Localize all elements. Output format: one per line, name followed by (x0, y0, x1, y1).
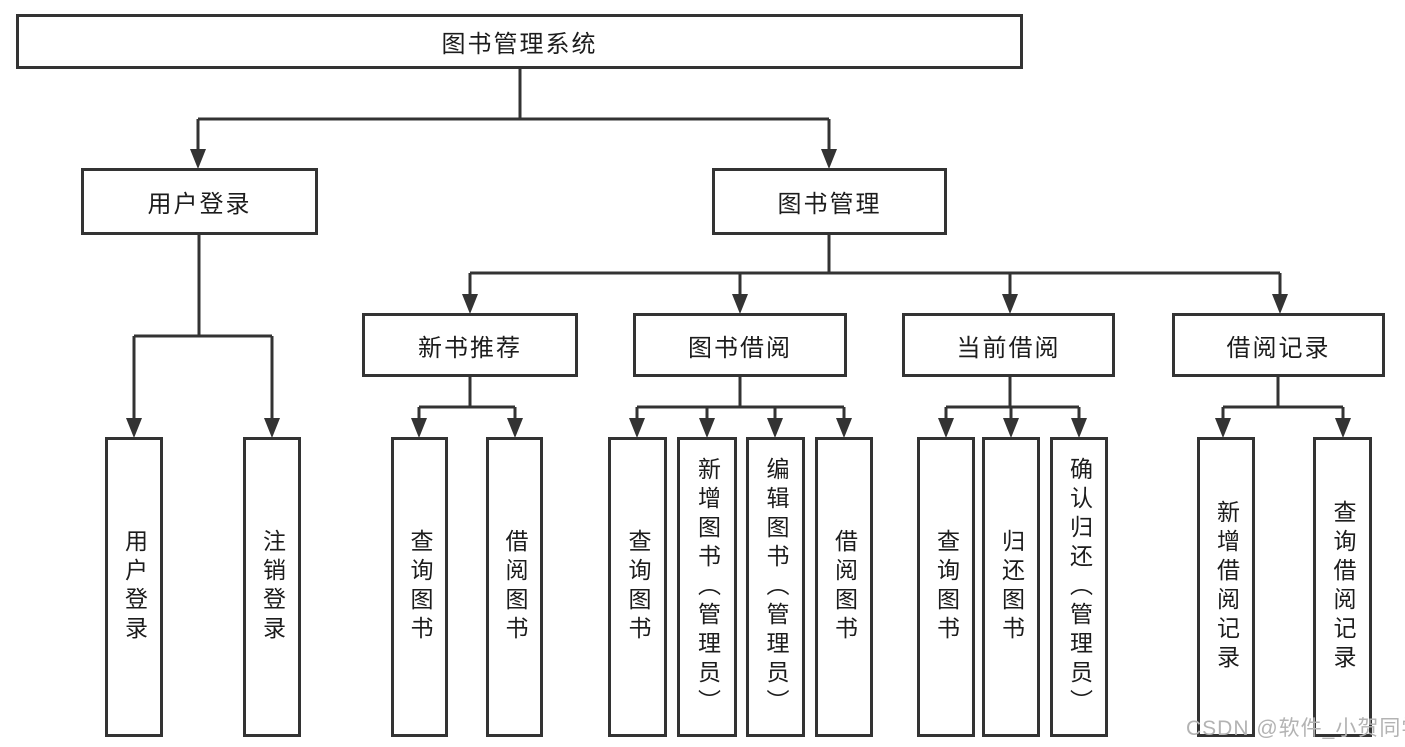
leaf-borrow-books-2: 借阅图书 (815, 437, 873, 737)
node-new-book-recommendation: 新书推荐 (362, 313, 578, 377)
leaf-logout: 注销登录 (243, 437, 301, 737)
node-user-login: 用户登录 (81, 168, 318, 235)
leaf-query-books-2: 查询图书 (608, 437, 667, 737)
leaf-query-books-1: 查询图书 (391, 437, 448, 737)
leaf-add-book-admin: 新增图书（管理员） (677, 437, 737, 737)
node-root-book-management-system: 图书管理系统 (16, 14, 1023, 69)
leaf-confirm-return-admin: 确认归还（管理员） (1050, 437, 1108, 737)
csdn-watermark: CSDN @软件_小贺同学 (1186, 717, 1405, 740)
node-borrowing-records: 借阅记录 (1172, 313, 1385, 377)
leaf-query-borrow-record: 查询借阅记录 (1313, 437, 1372, 737)
node-book-borrowing: 图书借阅 (633, 313, 847, 377)
node-book-management: 图书管理 (712, 168, 947, 235)
leaf-user-login: 用户登录 (105, 437, 163, 737)
node-current-borrowing: 当前借阅 (902, 313, 1115, 377)
leaf-borrow-books-1: 借阅图书 (486, 437, 543, 737)
leaf-return-books: 归还图书 (982, 437, 1040, 737)
leaf-edit-book-admin: 编辑图书（管理员） (746, 437, 805, 737)
leaf-query-books-3: 查询图书 (917, 437, 975, 737)
leaf-add-borrow-record: 新增借阅记录 (1197, 437, 1255, 737)
